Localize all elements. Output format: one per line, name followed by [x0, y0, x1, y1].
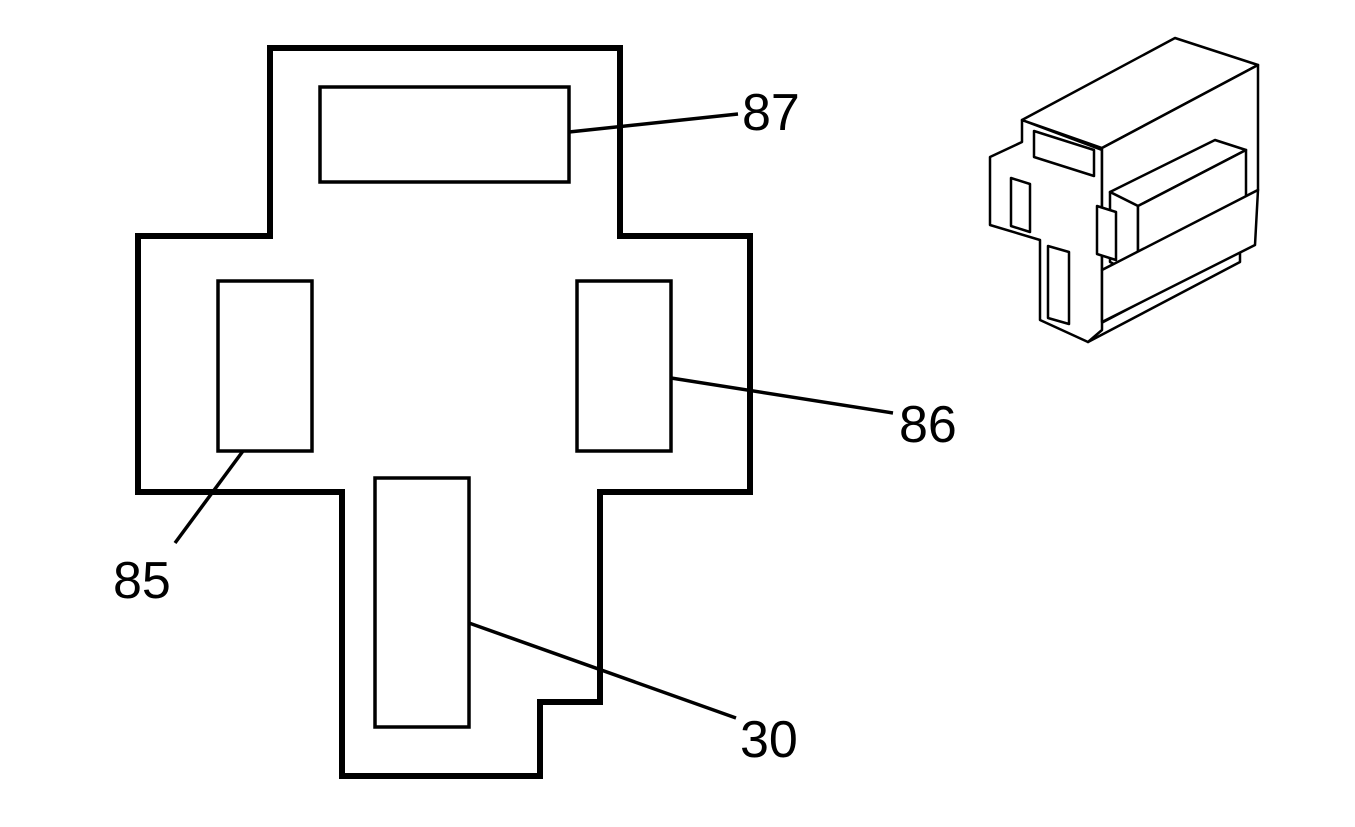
pin-label-85: 85 [113, 552, 171, 610]
leader-line-86 [670, 376, 894, 415]
terminal-30 [373, 476, 471, 729]
leader-line-87 [568, 112, 739, 134]
leader-line-85 [173, 449, 245, 545]
pin-label-86: 86 [899, 396, 957, 454]
relay-connector-isometric-illustration [988, 36, 1260, 344]
leader-line-30 [468, 621, 737, 720]
pin-label-87: 87 [742, 84, 800, 142]
terminal-85 [216, 279, 314, 453]
terminal-86 [575, 279, 673, 453]
pin-label-30: 30 [740, 711, 798, 769]
connector-face-outline [135, 45, 753, 779]
terminal-87 [318, 85, 571, 184]
